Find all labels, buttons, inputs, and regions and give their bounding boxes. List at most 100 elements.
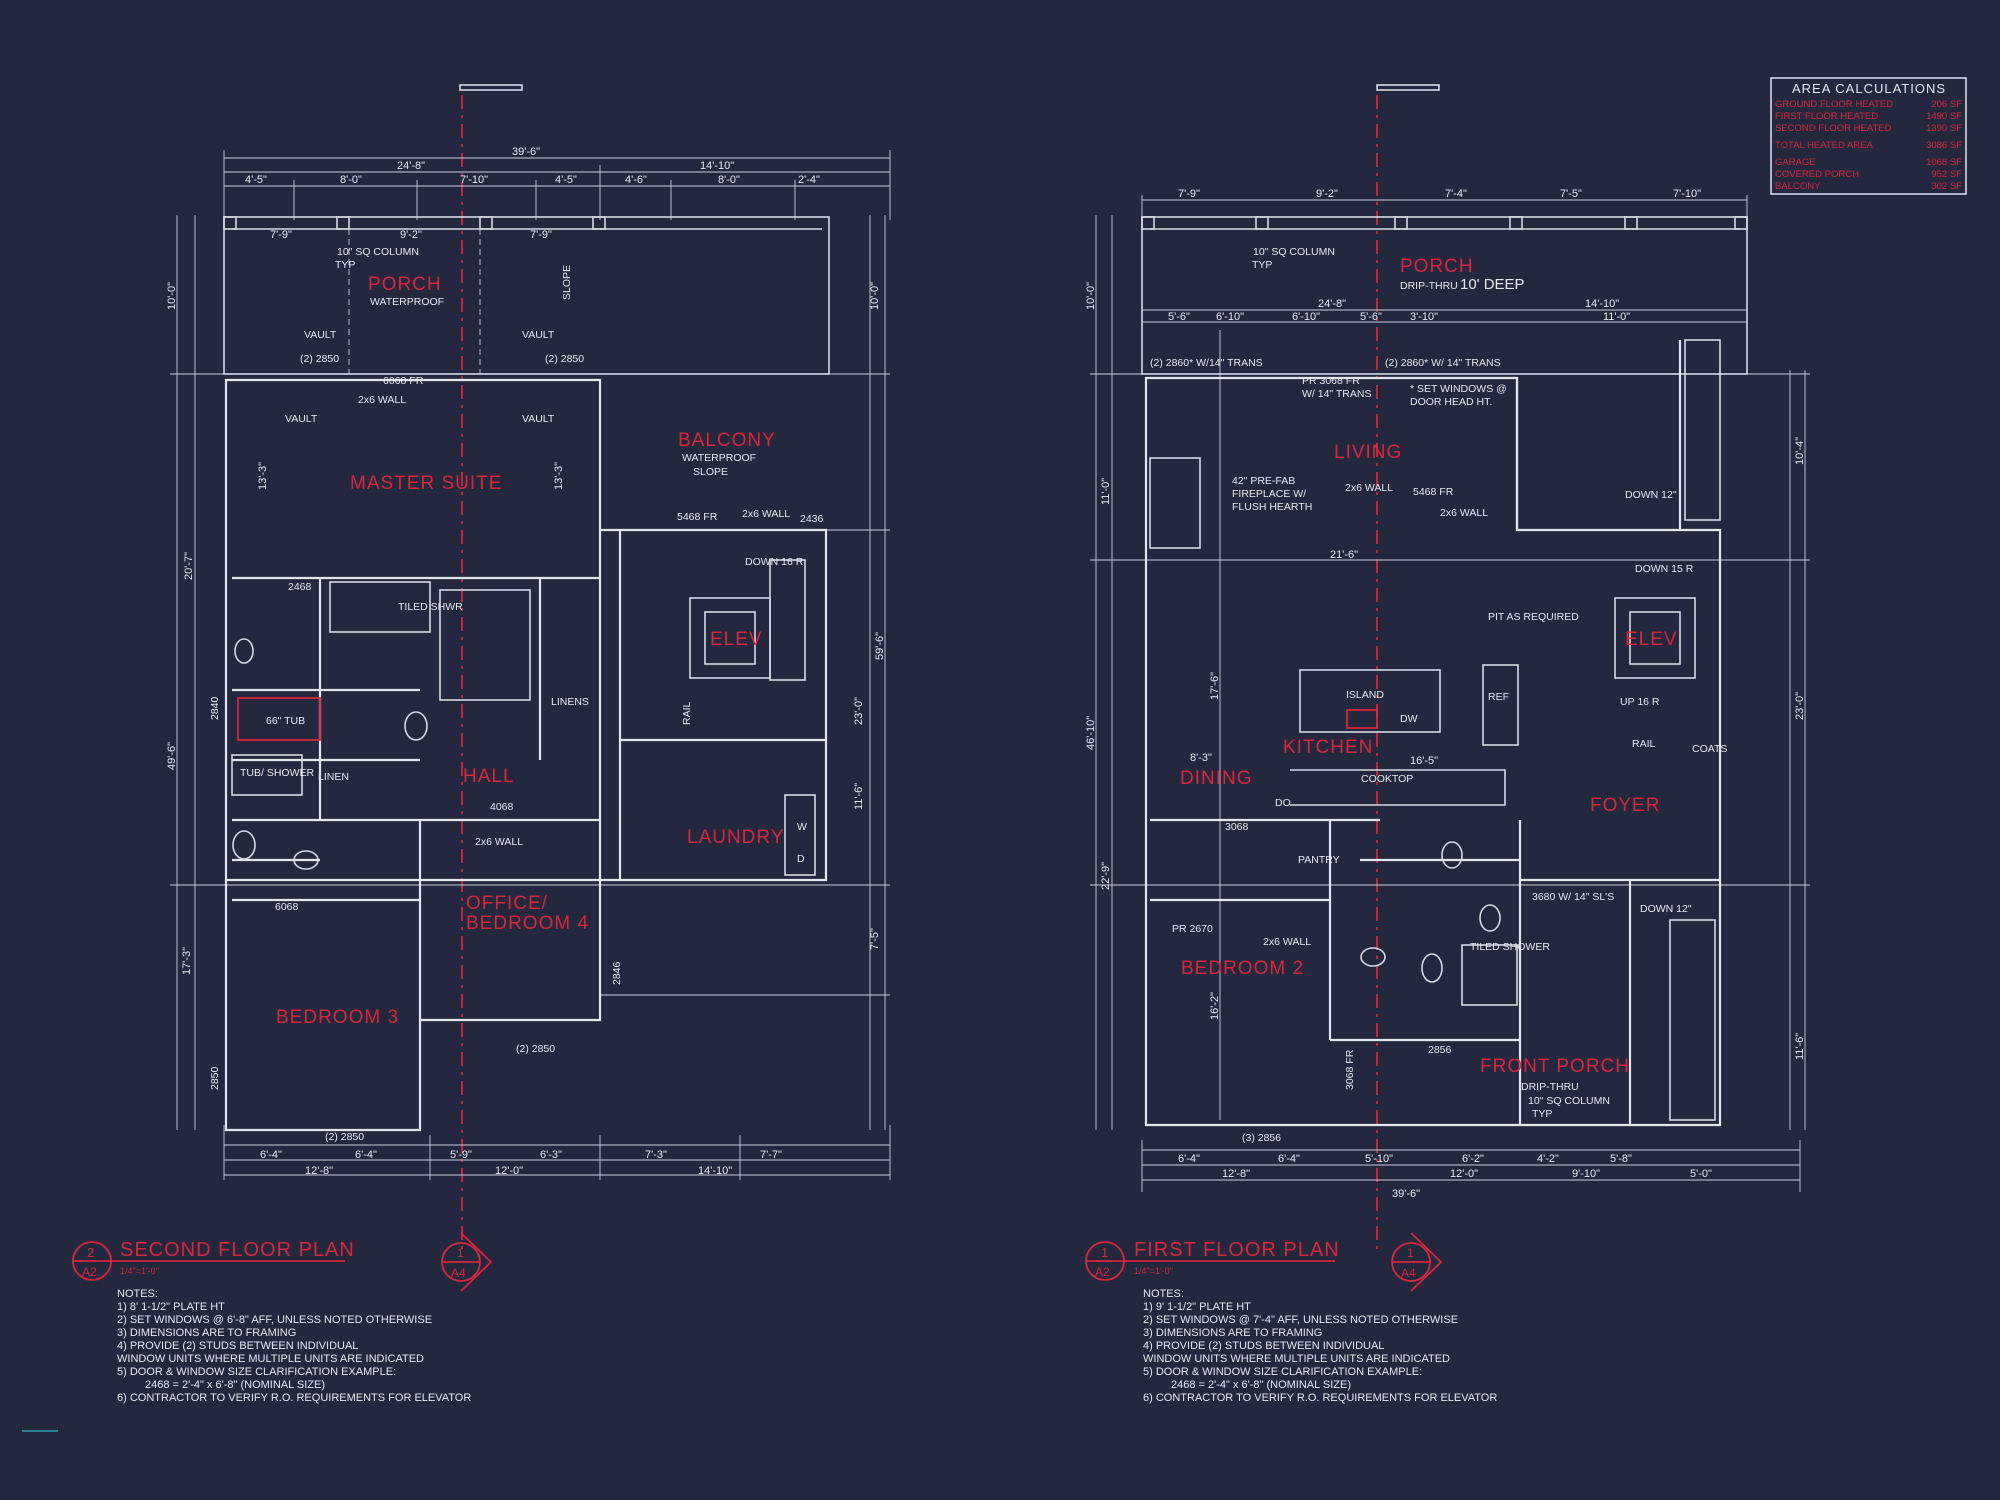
dimension-text: 5'-6" [1168, 311, 1190, 323]
annotation: REF [1488, 691, 1509, 703]
annotation: DRIP-THRU [1400, 280, 1458, 292]
annotation: PR 3068 FR [1302, 375, 1360, 387]
dimension-text: 20'-7" [183, 552, 195, 580]
annotation: FLUSH HEARTH [1232, 501, 1312, 513]
area-table-title: AREA CALCULATIONS [1792, 81, 1946, 96]
dimension-text: 6'-4" [260, 1149, 282, 1161]
dimension-text: 7'-10" [460, 174, 488, 186]
annotation: 3680 W/ 14" SL'S [1532, 891, 1614, 903]
dimension-text: 11'-0" [1100, 478, 1112, 505]
stair [1684, 339, 1721, 521]
note-line: 2) SET WINDOWS @ 7'-4" AFF, UNLESS NOTED… [1143, 1314, 1458, 1326]
dimension-text: 7'-9" [530, 229, 552, 241]
detail-number: 2 [87, 1245, 94, 1260]
dimension-text: 7'-5" [1560, 188, 1582, 200]
annotation: COOKTOP [1361, 773, 1413, 785]
area-calculations-table: AREA CALCULATIONS GROUND FLOOR HEATED 20… [1770, 77, 1967, 195]
plan-notes: NOTES: 1) 8' 1-1/2" PLATE HT 2) SET WIND… [117, 1288, 471, 1404]
note-line: 2468 = 2'-4" x 6'-8" (NOMINAL SIZE) [1171, 1379, 1351, 1391]
stair [1669, 919, 1716, 1121]
dimension-text: 24'-8" [1318, 298, 1346, 310]
annotation: TYP [1532, 1108, 1552, 1120]
area-label: BALCONY [1775, 181, 1821, 192]
note-line: 1) 9' 1-1/2" PLATE HT [1143, 1301, 1251, 1313]
washer-dryer [784, 794, 816, 876]
dimension-text: 2'-4" [798, 174, 820, 186]
note-line: 4) PROVIDE (2) STUDS BETWEEN INDIVIDUAL [1143, 1340, 1384, 1352]
annotation: 5468 FR [677, 511, 718, 523]
section-sheet: A4 [1401, 1266, 1416, 1280]
area-value: 206 SF [1931, 99, 1962, 110]
dimension-text: 4'-5" [245, 174, 267, 186]
kitchen-sink [1346, 709, 1378, 729]
room-label: MASTER SUITE [350, 473, 502, 494]
elevator-shaft [1614, 597, 1696, 679]
dimension-text: 7'-10" [1673, 188, 1701, 200]
room-label: HALL [463, 766, 515, 787]
sink [1360, 947, 1386, 967]
note-line: 1) 8' 1-1/2" PLATE HT [117, 1301, 225, 1313]
annotation: PIT AS REQUIRED [1488, 611, 1579, 623]
dimension-text: 5'-0" [1690, 1168, 1712, 1180]
shower [329, 581, 431, 633]
annotation: VAULT [304, 329, 337, 341]
porch-structure [1141, 216, 1748, 375]
note-line: WINDOW UNITS WHERE MULTIPLE UNITS ARE IN… [1143, 1353, 1450, 1365]
dimension-text: 11'-0" [1603, 311, 1630, 323]
annotation: RAIL [1632, 738, 1656, 750]
annotation: PANTRY [1298, 854, 1340, 866]
dimension-text: 17'-3" [181, 947, 193, 975]
annotation: (2) 2850 [325, 1131, 364, 1143]
plan-scale: 1/4"=1'-0" [120, 1266, 159, 1276]
room-label: BEDROOM 4 [466, 913, 589, 934]
dimension-text: 6'-4" [355, 1149, 377, 1161]
column [336, 216, 350, 230]
dimension-text: 17'-6" [1209, 672, 1221, 700]
area-label: TOTAL HEATED AREA [1775, 140, 1874, 151]
dimension-text: 24'-8" [397, 160, 425, 172]
dimension-text: 6'-10" [1292, 311, 1320, 323]
first-floor-plan: PORCH LIVING ELEV KITCHEN DINING FOYER B… [1085, 84, 1810, 1404]
annotation: 10' DEEP [1460, 276, 1525, 293]
dimension-text: 14'-10" [700, 160, 734, 172]
dimension-text: 23'-0" [853, 697, 865, 725]
annotation: ISLAND [1346, 689, 1384, 701]
dimension-text: 6'-4" [1278, 1153, 1300, 1165]
room-label: FRONT PORCH [1480, 1056, 1630, 1077]
annotation: 2x6 WALL [475, 836, 523, 848]
dimension-text: 7'-9" [270, 229, 292, 241]
refrigerator [1482, 664, 1519, 746]
kitchen-counter [1290, 769, 1506, 806]
dimension-text: 10'-0" [166, 282, 178, 310]
annotation: 42" PRE-FAB [1232, 475, 1295, 487]
detail-sheet: A2 [82, 1265, 97, 1279]
annotation: 2856 [1428, 1044, 1452, 1056]
annotation: 2x6 WALL [1263, 936, 1311, 948]
section-marker: 1 A4 [441, 1232, 493, 1292]
toilet [234, 638, 254, 664]
annotation: 2846 [611, 961, 623, 985]
room-label: BEDROOM 3 [276, 1007, 399, 1028]
annotation: DW [1400, 713, 1418, 725]
toilet [404, 711, 428, 741]
dimension-text: 3'-10" [1410, 311, 1438, 323]
annotation: 2x6 WALL [358, 394, 406, 406]
annotation: FIREPLACE W/ [1232, 488, 1306, 500]
note-line: 3) DIMENSIONS ARE TO FRAMING [1143, 1327, 1322, 1339]
annotation: TUB/ SHOWER [240, 767, 315, 779]
dimension-lines [1090, 195, 1810, 1192]
dimension-text: 12'-8" [1222, 1168, 1250, 1180]
dimension-text: 5'-8" [1610, 1153, 1632, 1165]
shower [1461, 944, 1518, 1006]
annotation: 2x6 WALL [1345, 482, 1393, 494]
dimension-text: 11'-6" [1794, 1033, 1806, 1060]
annotation: VAULT [522, 329, 555, 341]
column [479, 216, 493, 230]
plan-notes: NOTES: 1) 9' 1-1/2" PLATE HT 2) SET WIND… [1143, 1288, 1497, 1404]
annotation: TILED SHWR [398, 601, 463, 613]
kitchen-island [1299, 669, 1441, 733]
note-line: 2468 = 2'-4" x 6'-8" (NOMINAL SIZE) [145, 1379, 325, 1391]
note-line: 5) DOOR & WINDOW SIZE CLARIFICATION EXAM… [117, 1366, 396, 1378]
dimension-text: 12'-0" [495, 1165, 523, 1177]
annotation: TILED SHOWER [1470, 941, 1550, 953]
